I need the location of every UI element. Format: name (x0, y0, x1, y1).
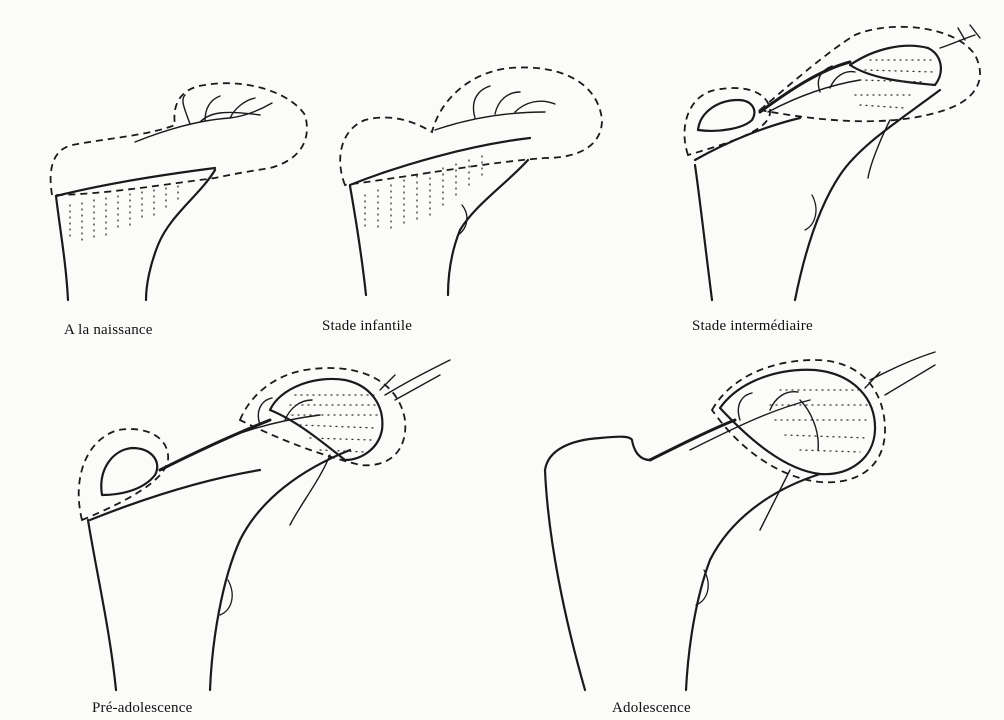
trochanter-nucleus (698, 100, 754, 131)
caption-pre-adolescence: Pré-adolescence (92, 700, 192, 717)
trochanter-nucleus (101, 448, 157, 495)
greater-trochanter (545, 437, 650, 470)
caption-intermediate: Stade intermédiaire (692, 318, 813, 335)
shaft-right-cortex (686, 474, 820, 690)
growth-plate-line (350, 138, 530, 185)
shaft-left-cortex (88, 520, 116, 690)
epiphysis-nucleus (270, 379, 382, 460)
metaphysis-left-cortex (350, 186, 366, 295)
epiphysis-nucleus (850, 46, 941, 85)
panel-intermediate (684, 25, 980, 300)
physis-band (160, 420, 270, 470)
shaft-left-cortex (695, 165, 712, 300)
shaft-left-cortex (545, 470, 585, 690)
retinacular-vessel (768, 25, 980, 178)
ossification-stipple (770, 390, 870, 452)
epiphyseal-vessel (135, 95, 272, 142)
metaphysis-left-cortex (56, 196, 68, 300)
panel-pre-adolescence (79, 360, 450, 690)
head-cartilage-outline (240, 368, 405, 465)
ossification-stipple (290, 395, 378, 452)
femoral-head (720, 370, 875, 474)
panel-adolescence (545, 352, 935, 690)
cartilage-outline (51, 83, 307, 195)
retinacular-vessel (690, 352, 935, 530)
cartilage-outline (340, 67, 602, 185)
retinacular-vessel (200, 360, 450, 525)
panel-infantile (340, 67, 602, 295)
shaft-right-cortex (210, 450, 350, 690)
caption-infantile: Stade infantile (322, 318, 412, 335)
panel-birth (51, 83, 307, 300)
caption-birth: A la naissance (64, 322, 153, 339)
neck-superior-border (650, 420, 735, 460)
trochanter-cartilage-outline (684, 88, 770, 155)
neck-superior-border (760, 62, 850, 112)
lesser-trochanter-contour (805, 195, 816, 230)
epiphyseal-vessel (435, 86, 555, 130)
metaphysis-right-cortex (448, 160, 528, 295)
metaphysis-right-cortex (146, 170, 215, 300)
caption-adolescence: Adolescence (612, 700, 691, 717)
